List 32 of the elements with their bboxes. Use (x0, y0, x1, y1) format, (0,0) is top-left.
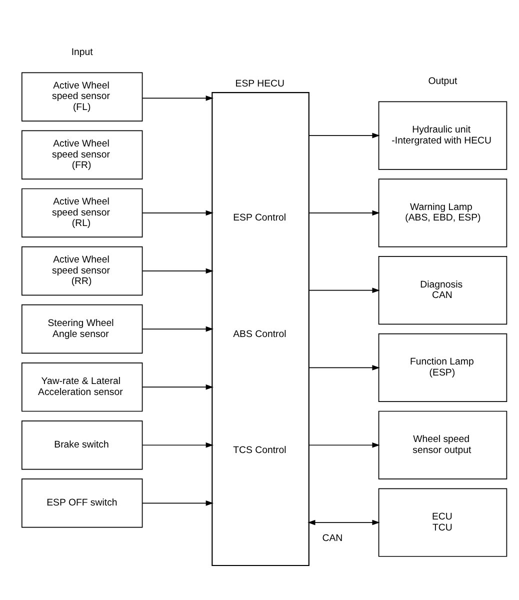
arrow (142, 384, 213, 390)
node-box: Diagnosis CAN (378, 256, 507, 325)
arrow (307, 520, 380, 526)
arrow (142, 326, 213, 332)
arrow (308, 442, 380, 448)
arrow (308, 288, 380, 293)
label: Output (428, 76, 457, 88)
node-box: Steering Wheel Angle sensor (20, 304, 142, 354)
label: Input (70, 47, 92, 58)
arrow (142, 442, 213, 448)
arrow (142, 268, 213, 274)
node-box: Active Wheel speed sensor (FR) (20, 130, 142, 180)
arrow (142, 500, 213, 506)
node-label: ESP HECU (234, 78, 284, 90)
node-box: Active Wheel speed sensor (RR) (20, 246, 142, 296)
node-box: Active Wheel speed sensor (RL) (20, 188, 142, 238)
node-box: Yaw-rate & Lateral Acceleration sensor (20, 362, 142, 412)
node-box: Active Wheel speed sensor (FL) (20, 72, 142, 122)
node-box: Brake switch (20, 420, 142, 470)
node-box: ECU TCU (378, 488, 507, 557)
node-box: Function Lamp (ESP) (378, 333, 507, 402)
node-box: ESP OFF switch (20, 478, 142, 528)
node-box: Hydraulic unit -Intergrated with HECU (378, 101, 507, 170)
node-box: Warning Lamp (ABS, EBD, ESP) (378, 178, 507, 248)
arrow (142, 210, 213, 216)
edge-label: CAN (322, 533, 342, 544)
node-box: ESP Control ABS Control TCS Control (211, 92, 309, 566)
arrow (308, 210, 380, 216)
arrow (308, 365, 380, 370)
node-box: Wheel speed sensor output (378, 410, 507, 480)
arrow (142, 96, 213, 101)
arrow (308, 132, 380, 138)
